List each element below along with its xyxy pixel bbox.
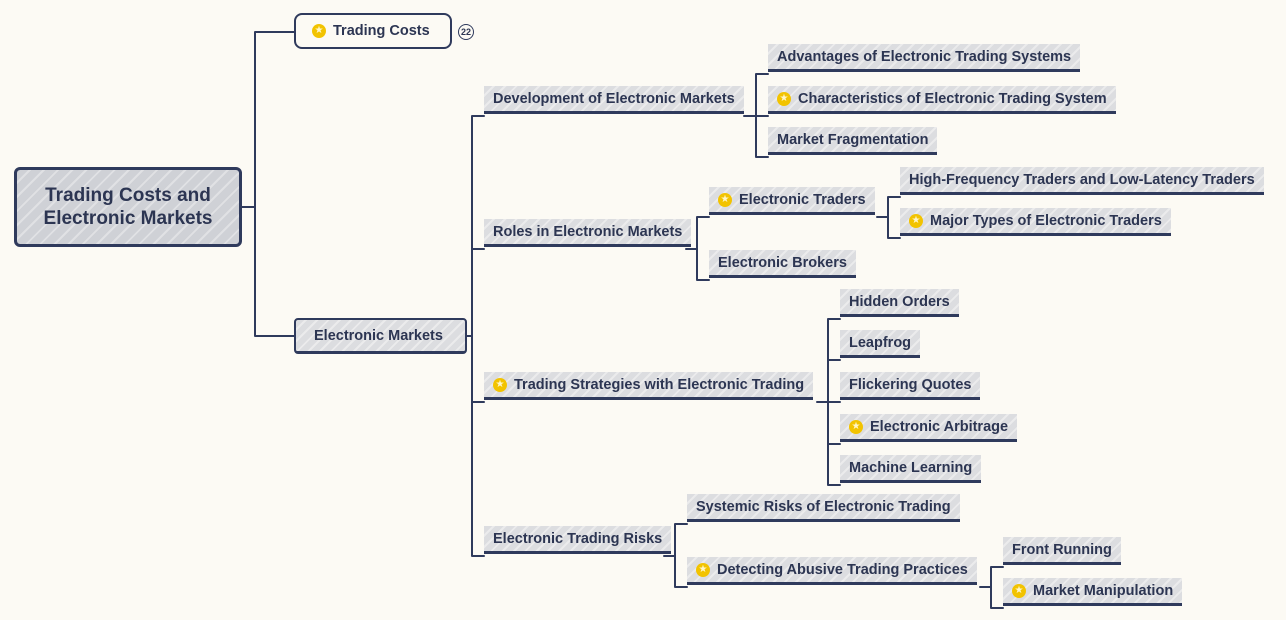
topic-strategies[interactable]: ★ Trading Strategies with Electronic Tra… — [484, 372, 814, 400]
topic-label: Front Running — [1012, 541, 1112, 558]
star-icon: ★ — [849, 419, 863, 434]
topic-leapfrog[interactable]: Leapfrog — [840, 330, 921, 358]
topic-front-running[interactable]: Front Running — [1003, 537, 1121, 565]
topic-label: Electronic Traders — [739, 191, 866, 208]
count-label: 22 — [460, 27, 471, 37]
star-icon: ★ — [493, 377, 507, 392]
topic-label: Detecting Abusive Trading Practices — [717, 561, 968, 578]
topic-label: Electronic Trading Risks — [493, 530, 663, 547]
star-icon: ★ — [312, 24, 326, 38]
topic-label: Major Types of Electronic Traders — [930, 212, 1162, 229]
topic-label: Advantages of Electronic Trading Systems — [777, 48, 1072, 65]
topic-hidden-orders[interactable]: Hidden Orders — [840, 289, 959, 317]
topic-label: Trading Strategies with Electronic Tradi… — [514, 376, 805, 393]
topic-abusive-practices[interactable]: ★ Detecting Abusive Trading Practices — [687, 557, 977, 585]
topic-label: Development of Electronic Markets — [493, 90, 735, 107]
topic-label: Systemic Risks of Electronic Trading — [696, 498, 951, 515]
star-icon: ★ — [1012, 583, 1026, 598]
topic-market-manipulation[interactable]: ★ Market Manipulation — [1003, 578, 1183, 606]
topic-electronic-arbitrage[interactable]: ★ Electronic Arbitrage — [840, 414, 1018, 442]
star-icon: ★ — [696, 562, 710, 577]
topic-label: Electronic Brokers — [718, 254, 847, 271]
topic-risks[interactable]: Electronic Trading Risks — [484, 526, 672, 554]
topic-label: High-Frequency Traders and Low-Latency T… — [909, 171, 1255, 188]
topic-label: Machine Learning — [849, 459, 973, 476]
topic-characteristics[interactable]: ★ Characteristics of Electronic Trading … — [768, 86, 1116, 114]
root-topic-label: Trading Costs and Electronic Markets — [43, 185, 213, 229]
topic-machine-learning[interactable]: Machine Learning — [840, 455, 982, 483]
topic-label: Hidden Orders — [849, 293, 950, 310]
root-topic[interactable]: Trading Costs and Electronic Markets — [14, 167, 242, 247]
topic-electronic-traders[interactable]: ★ Electronic Traders — [709, 187, 875, 215]
topic-flickering-quotes[interactable]: Flickering Quotes — [840, 372, 981, 400]
star-icon: ★ — [718, 192, 732, 207]
topic-hft[interactable]: High-Frequency Traders and Low-Latency T… — [900, 167, 1264, 195]
topic-advantages[interactable]: Advantages of Electronic Trading Systems — [768, 44, 1081, 72]
topic-systemic-risks[interactable]: Systemic Risks of Electronic Trading — [687, 494, 960, 522]
topic-label: Electronic Arbitrage — [870, 418, 1009, 435]
topic-major-types[interactable]: ★ Major Types of Electronic Traders — [900, 208, 1171, 236]
topic-label: Leapfrog — [849, 334, 912, 351]
topic-label: Characteristics of Electronic Trading Sy… — [798, 90, 1107, 107]
topic-roles[interactable]: Roles in Electronic Markets — [484, 219, 692, 247]
topic-trading-costs[interactable]: ★ Trading Costs — [294, 13, 452, 49]
topic-label: Roles in Electronic Markets — [493, 223, 683, 240]
star-icon: ★ — [777, 91, 791, 106]
topic-electronic-markets[interactable]: Electronic Markets — [294, 318, 467, 354]
topic-label: Market Fragmentation — [777, 131, 929, 148]
topic-electronic-brokers[interactable]: Electronic Brokers — [709, 250, 856, 278]
topic-development[interactable]: Development of Electronic Markets — [484, 86, 744, 114]
topic-market-fragmentation[interactable]: Market Fragmentation — [768, 127, 938, 155]
topic-label: Trading Costs — [333, 23, 430, 39]
topic-label: Flickering Quotes — [849, 376, 972, 393]
topic-label: Market Manipulation — [1033, 582, 1174, 599]
collapsed-count-badge[interactable]: 22 — [458, 24, 474, 40]
star-icon: ★ — [909, 213, 923, 228]
topic-label: Electronic Markets — [314, 327, 443, 344]
